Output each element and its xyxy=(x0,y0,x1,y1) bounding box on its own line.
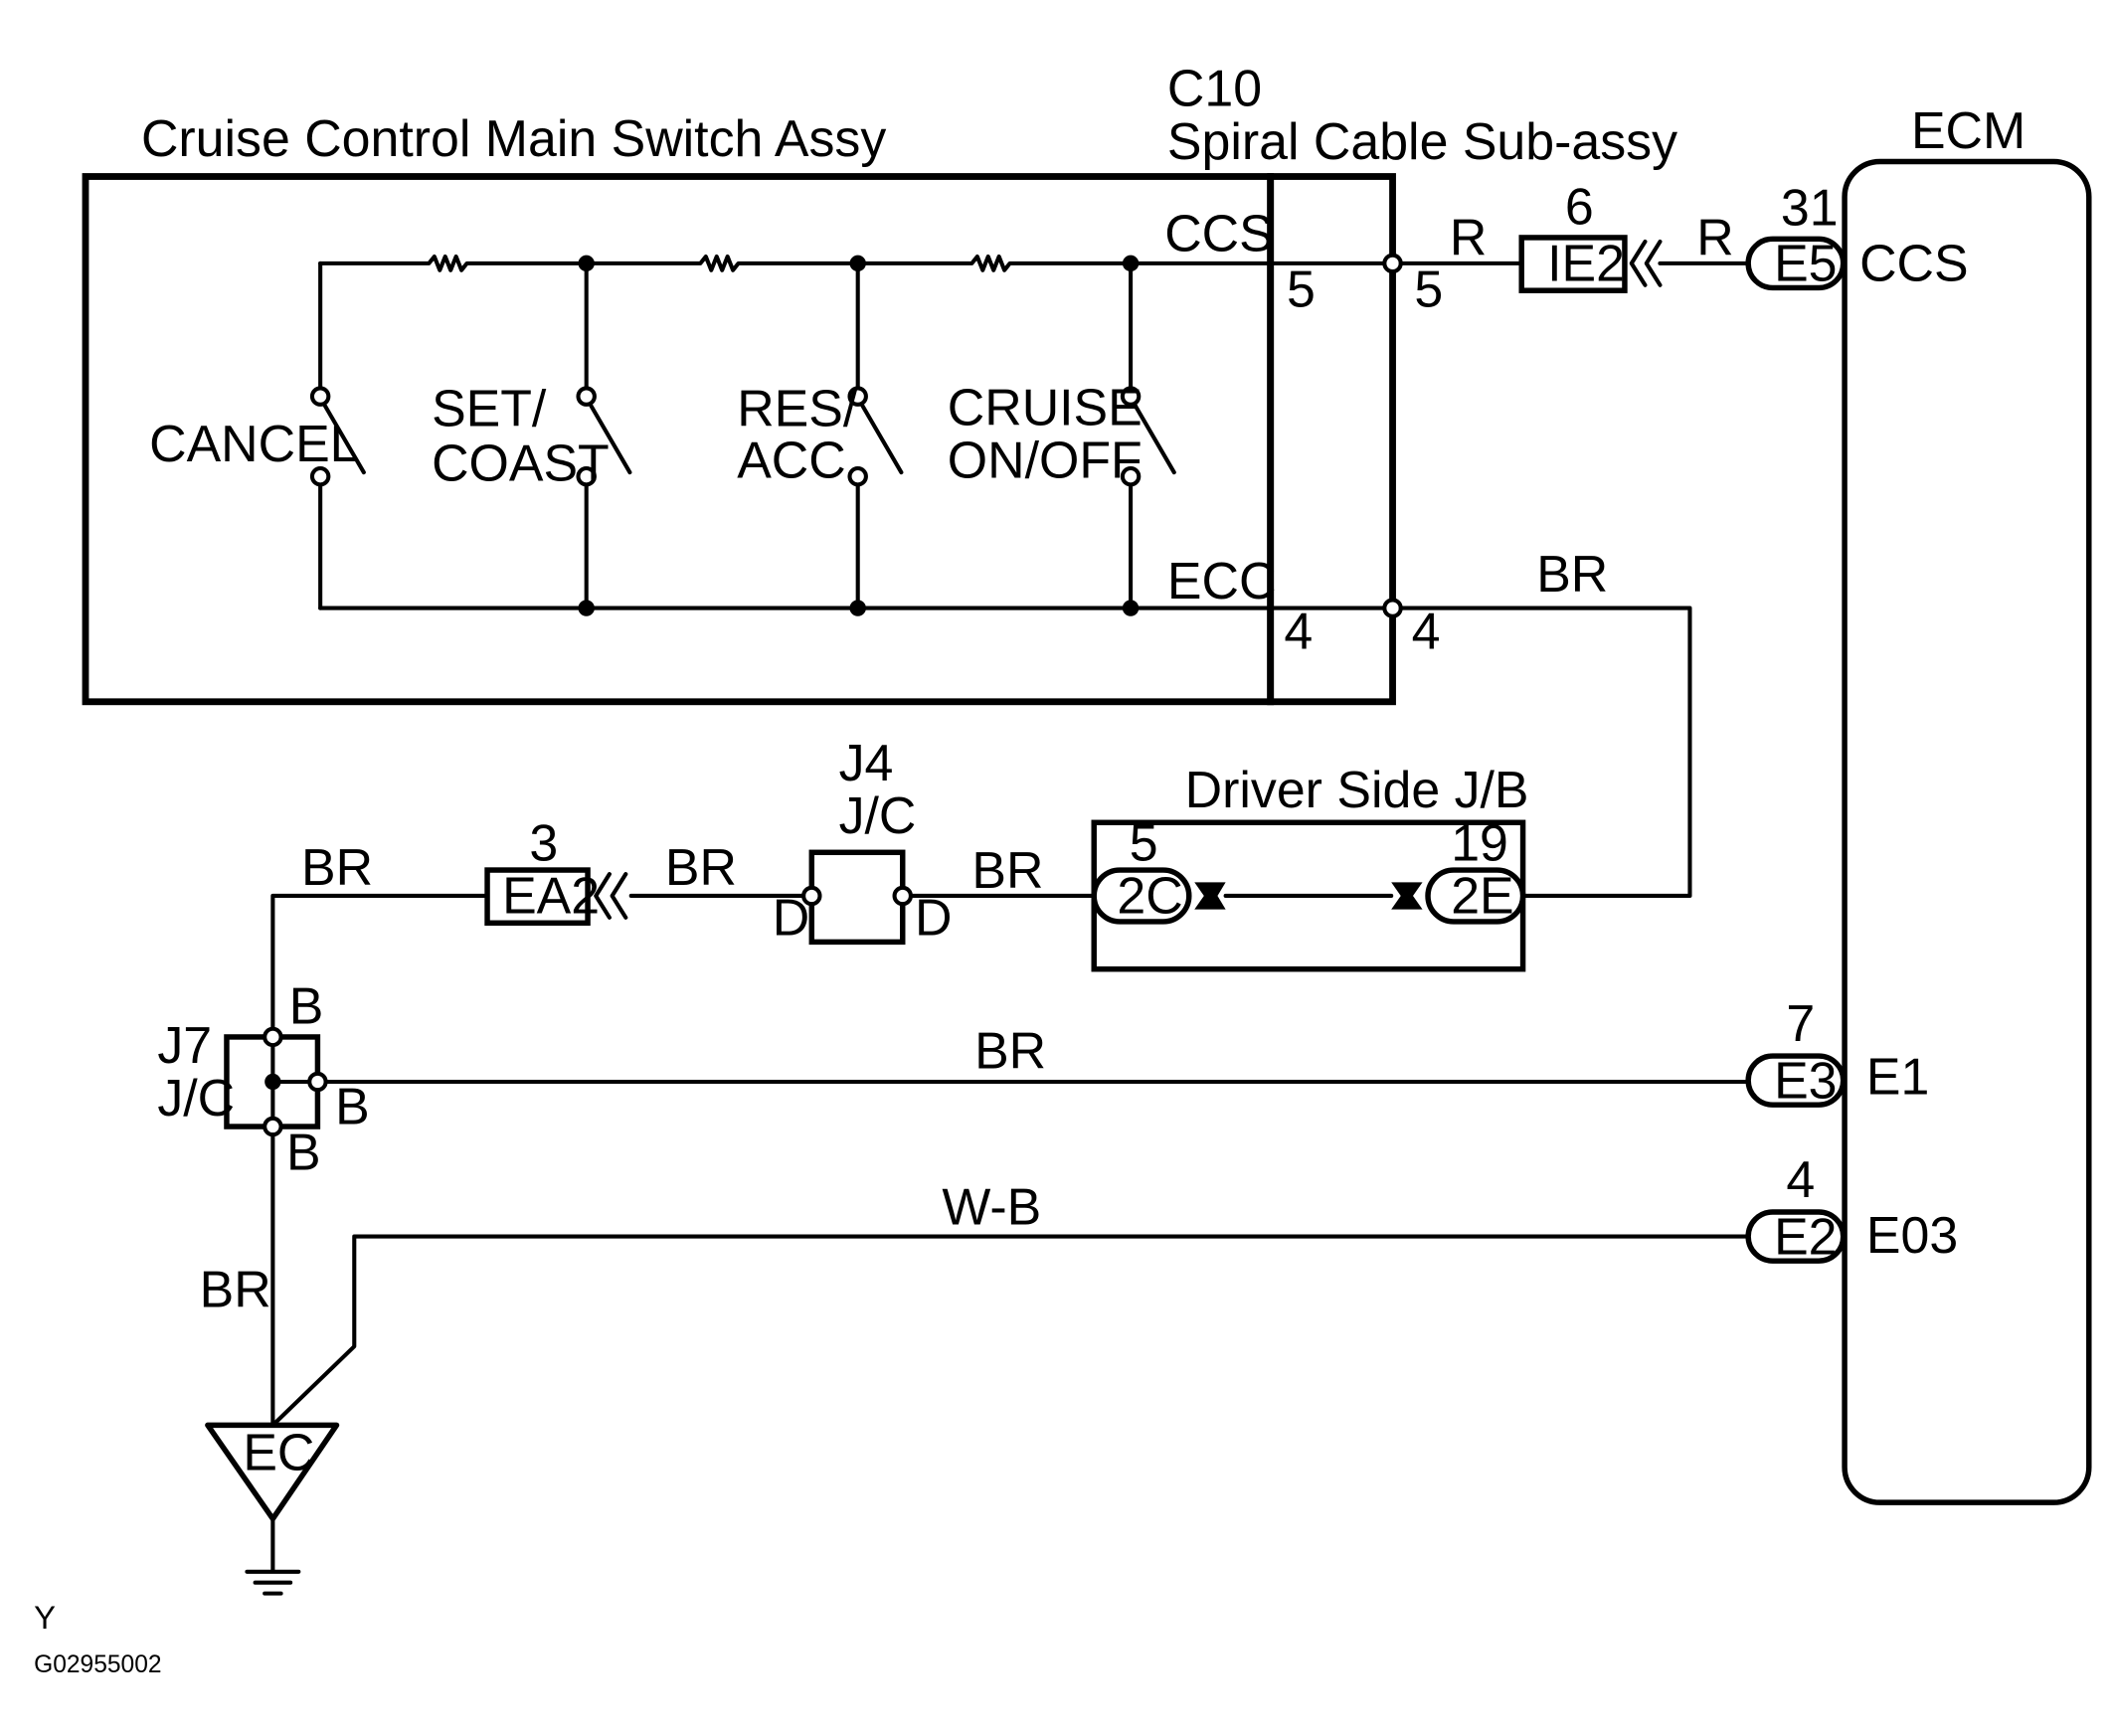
wire-br-ea2-j7-label: BR xyxy=(301,838,373,896)
spiral-pin-5-in: 5 xyxy=(1287,260,1316,318)
wire-wb xyxy=(270,1234,1751,1428)
j4-type: J/C xyxy=(839,786,917,844)
connector-e2-pin: 4 xyxy=(1786,1150,1815,1208)
assy-title: Cruise Control Main Switch Assy xyxy=(141,109,886,167)
set-label: SET/ xyxy=(432,380,547,437)
connector-ie2-label: IE2 xyxy=(1547,235,1625,292)
ground-ec-label: EC xyxy=(243,1423,314,1480)
footer-letter: Y xyxy=(34,1599,56,1636)
ecm-ccs-label: CCS xyxy=(1859,235,1969,292)
j7-terminal-top xyxy=(263,1026,283,1048)
connector-e2-label: E2 xyxy=(1774,1207,1837,1265)
wire-br-j7-e3-label: BR xyxy=(974,1021,1046,1079)
on-off-label: ON/OFF xyxy=(948,432,1143,489)
ground-icon xyxy=(245,1516,301,1596)
connector-e5 xyxy=(1745,236,1847,291)
spiral-terminal-4 xyxy=(1382,598,1403,618)
j7-bottom-pin: B xyxy=(286,1124,321,1181)
connector-ie2-pin: 6 xyxy=(1565,177,1594,235)
cancel-label: CANCEL xyxy=(149,415,358,472)
connector-2c-label: 2C xyxy=(1117,867,1182,925)
ecm-e03-label: E03 xyxy=(1866,1206,1958,1264)
ground-point-ec xyxy=(205,1422,340,1522)
wire-br-ea2-j4-label: BR xyxy=(665,838,737,896)
connector-e2 xyxy=(1745,1209,1847,1264)
connector-2e-pin: 19 xyxy=(1451,813,1508,871)
j4-right-pin: D xyxy=(915,889,952,947)
2c-arrow-symbol xyxy=(1194,882,1226,910)
2e-arrow-symbol xyxy=(1391,882,1423,910)
connector-ea2-label: EA2 xyxy=(502,867,600,925)
j7-terminal-bottom xyxy=(263,1116,283,1137)
switch-set-coast: SET/ COAST xyxy=(432,255,632,616)
connector-e5-pin: 31 xyxy=(1781,179,1839,237)
ecm-box xyxy=(1842,158,2092,1505)
connector-e3-pin: 7 xyxy=(1786,994,1815,1052)
wire-r-2-label: R xyxy=(1696,209,1733,266)
connector-ea2-pin: 3 xyxy=(529,813,558,871)
j7-terminal-right xyxy=(307,1071,328,1093)
switch-cancel: CANCEL xyxy=(149,260,366,610)
ccs-bus xyxy=(318,255,1395,272)
connector-2e-label: 2E xyxy=(1451,867,1513,925)
j4-left-pin: D xyxy=(773,889,809,947)
spiral-pin-4-out: 4 xyxy=(1412,603,1441,660)
connector-2c-pin: 5 xyxy=(1130,813,1158,871)
connector-e3 xyxy=(1745,1053,1847,1108)
ecm-e1-label: E1 xyxy=(1866,1047,1929,1105)
spiral-cable-box xyxy=(1267,173,1396,706)
spiral-pin-4-in: 4 xyxy=(1284,603,1313,660)
switch-res-acc: RES/ ACC xyxy=(737,255,904,616)
j4-name: J4 xyxy=(839,734,894,791)
j7-right-pin: B xyxy=(335,1077,370,1134)
j7-top-pin: B xyxy=(289,976,324,1034)
j4-junction-box xyxy=(808,849,906,946)
j7-type: J/C xyxy=(157,1069,235,1127)
connector-e5-label: E5 xyxy=(1774,235,1837,292)
ccs-label: CCS xyxy=(1164,205,1274,262)
j7-name: J7 xyxy=(157,1016,212,1074)
wire-wb-label: W-B xyxy=(942,1177,1041,1235)
wire-br-ecc xyxy=(1398,606,1692,899)
ecc-label: ECC xyxy=(1167,552,1277,609)
spiral-pin-5-out: 5 xyxy=(1414,260,1443,318)
j7-splice-dot xyxy=(264,1073,281,1091)
connector-ea2 xyxy=(484,867,591,927)
j4-terminal-right xyxy=(892,885,913,907)
wire-r-1-label: R xyxy=(1450,209,1487,266)
res-label: RES/ xyxy=(737,380,858,437)
cruise-label: CRUISE xyxy=(948,378,1143,435)
switch-cruise-on-off: CRUISE ON/OFF xyxy=(948,255,1176,616)
connector-2e xyxy=(1425,867,1526,925)
connector-e3-label: E3 xyxy=(1774,1051,1837,1109)
footer-code: G02955002 xyxy=(34,1651,161,1678)
spiral-title: Spiral Cable Sub-assy xyxy=(1167,112,1677,170)
coast-label: COAST xyxy=(432,434,610,491)
spiral-code: C10 xyxy=(1167,60,1262,117)
wire-br-j4-jb-label: BR xyxy=(971,841,1043,899)
wire-br-ecc-label: BR xyxy=(1536,545,1608,603)
ie2-mating-symbol xyxy=(1629,239,1663,287)
jb-title: Driver Side J/B xyxy=(1185,761,1529,818)
connector-ie2 xyxy=(1518,235,1628,293)
acc-label: ACC xyxy=(737,432,846,489)
spiral-terminal-5 xyxy=(1382,253,1403,274)
ecm-title: ECM xyxy=(1911,101,2025,159)
ea2-mating-symbol xyxy=(594,872,628,920)
wire-br-j7-ground-label: BR xyxy=(200,1261,271,1318)
wire-br-ea2-j7 xyxy=(270,893,490,1030)
